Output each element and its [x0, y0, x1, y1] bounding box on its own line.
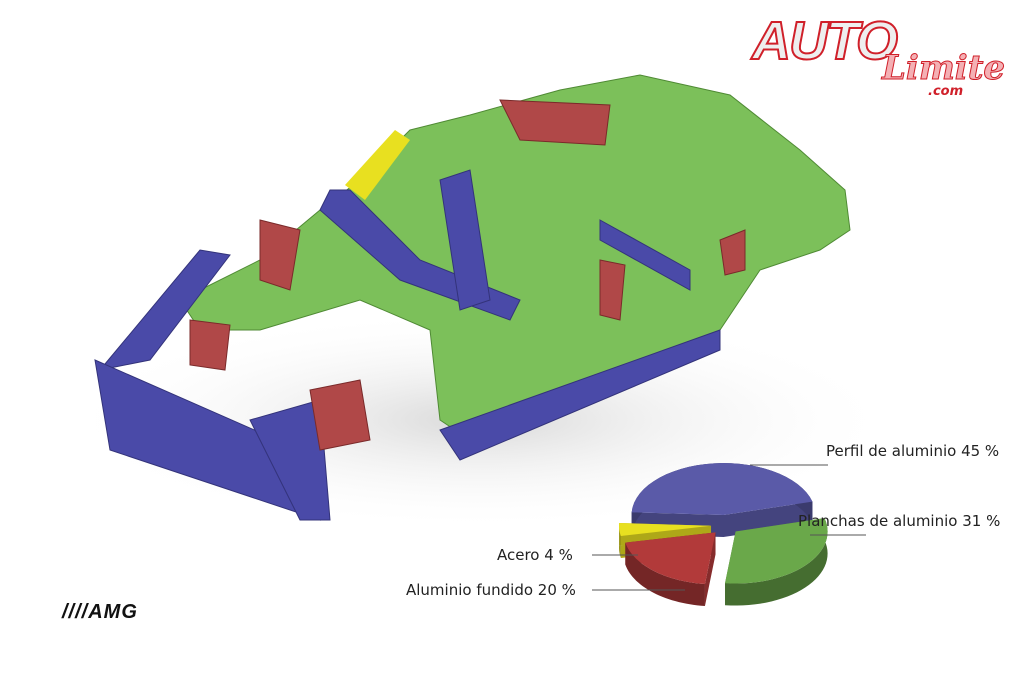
car-steel-yellow [345, 130, 410, 200]
amg-logo: ////AMG [62, 601, 138, 623]
pie-slice-side [619, 523, 621, 559]
car-frame-blue [94, 169, 721, 521]
pie-slice [625, 532, 716, 607]
pie-slice-side [625, 542, 705, 607]
logo-domain: .com [928, 84, 964, 99]
label-perfil: Perfil de aluminio 45 % [826, 442, 1000, 460]
pie-slice-top [725, 518, 828, 584]
label-acero: Acero 4 % [497, 546, 573, 564]
pie-chart [619, 463, 828, 607]
pie-slice-top [631, 463, 813, 516]
autolimite-logo: AUTO Limite .com [751, 8, 1012, 104]
pie-slice-top [619, 523, 712, 537]
logo-brand: AUTO [751, 10, 899, 72]
pie-slice [725, 518, 828, 606]
pie-slice-top [625, 532, 716, 585]
leader-lines [592, 464, 866, 591]
logo-script: Limite [881, 48, 1006, 89]
label-planchas: Planchas de aluminio 31 % [798, 512, 1001, 530]
car-cast-red [189, 99, 746, 451]
pie-slice [631, 463, 813, 538]
label-fundido: Aluminio fundido 20 % [406, 581, 576, 599]
pie-slice-side [725, 518, 828, 606]
